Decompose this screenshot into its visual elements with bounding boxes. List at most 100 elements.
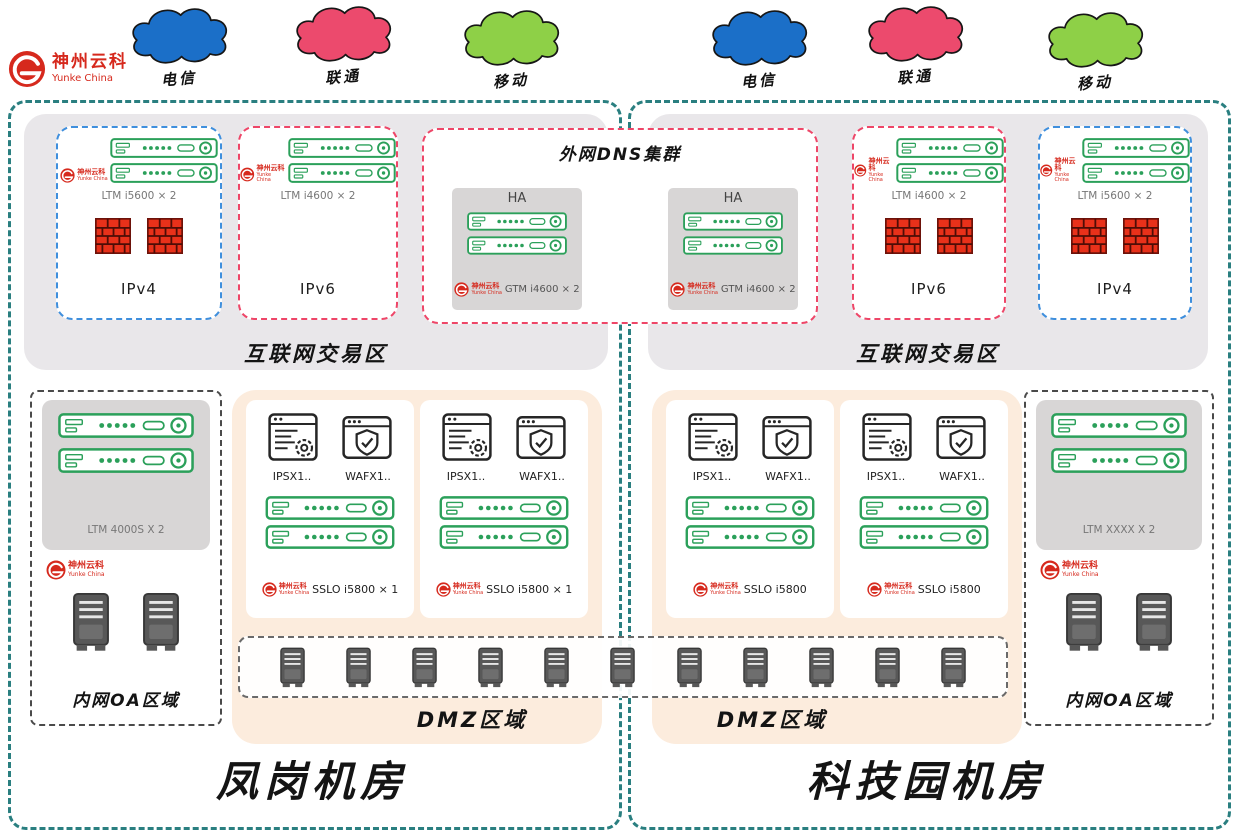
device-label: GTM i4600 × 2 xyxy=(504,284,580,295)
mini-brand-name: 神州云科 xyxy=(1062,561,1099,572)
ips-icon xyxy=(266,410,320,464)
sslo-appliance-icon xyxy=(674,525,826,549)
device-label: SSLO i5800 × 1 xyxy=(486,583,573,596)
ltm-appliance-icon xyxy=(1051,447,1187,474)
cloud-icon xyxy=(700,6,818,68)
mini-brand-sub: Yunke China xyxy=(452,589,484,596)
server-icon xyxy=(279,647,306,688)
isp-label-unicom: 联通 xyxy=(896,66,934,88)
device-stack xyxy=(668,212,798,255)
mini-brand-name: 神州云科 xyxy=(687,282,716,291)
gtm-appliance-icon xyxy=(683,236,783,255)
isp-label-telecom: 电信 xyxy=(160,68,198,90)
mini-brand-name: 神州云科 xyxy=(471,282,500,291)
firewall-row xyxy=(854,218,1004,254)
mini-brand-name: 神州云科 xyxy=(77,168,106,177)
server-icon xyxy=(477,647,504,688)
server-icon xyxy=(1134,592,1174,652)
device-label: LTM XXXX X 2 xyxy=(1082,524,1156,536)
firewall-icon xyxy=(1123,218,1159,254)
server-icon xyxy=(609,647,636,688)
yunke-logo-icon xyxy=(1040,163,1053,178)
firewall-row xyxy=(58,218,220,254)
waf-icon xyxy=(934,410,988,464)
oa-zone-left-label: 内网OA区域 xyxy=(72,691,180,711)
gtm-appliance-icon xyxy=(467,236,567,255)
mini-brand-sub: Yunke China xyxy=(687,289,718,296)
ltm-appliance-icon xyxy=(1051,412,1187,439)
mini-brand-sub: Yunke China xyxy=(256,171,272,183)
yunke-logo-icon xyxy=(240,167,255,182)
datacenter-right xyxy=(628,100,1231,830)
server-row xyxy=(1026,592,1212,652)
gtm-appliance-icon xyxy=(467,212,567,231)
server-icon xyxy=(676,647,703,688)
ltm-appliance-icon xyxy=(896,138,1004,158)
yunke-logo-icon xyxy=(46,560,66,580)
dmz-zone-right-label: DMZ区域 xyxy=(716,708,828,732)
cloud-telecom-right: 电信 xyxy=(700,6,818,92)
device-stack xyxy=(42,412,210,474)
yunke-logo-icon xyxy=(867,582,882,597)
cloud-telecom-left: 电信 xyxy=(120,4,238,90)
firewall-icon xyxy=(937,218,973,254)
waf-icon xyxy=(760,410,814,464)
oa-zone-right-label: 内网OA区域 xyxy=(1065,691,1173,711)
server-row xyxy=(32,592,220,652)
brand-logo: 神州云科 Yunke China xyxy=(8,50,128,88)
waf-label: WAFX1.. xyxy=(345,470,391,483)
device-label: SSLO i5800 xyxy=(917,583,981,596)
isp-label-mobile: 移动 xyxy=(492,70,530,92)
security-icons xyxy=(420,410,588,464)
firewall-icon xyxy=(885,218,921,254)
ltm-device-box: LTM 4000S X 2 xyxy=(42,400,210,550)
security-icons xyxy=(246,410,414,464)
device-label: SSLO i5800 × 1 xyxy=(312,583,399,596)
sslo-appliance-icon xyxy=(674,496,826,520)
ips-label: IPSX1.. xyxy=(692,470,732,483)
mini-brand-name: 神州云科 xyxy=(452,582,481,591)
mini-brand-sub: Yunke China xyxy=(68,570,105,578)
sslo-appliance-icon xyxy=(848,525,1000,549)
server-icon xyxy=(411,647,438,688)
device-label: LTM i5600 × 2 xyxy=(1077,190,1153,202)
mini-brand-sub: Yunke China xyxy=(710,589,741,596)
isp-label-unicom: 联通 xyxy=(324,66,362,88)
server-icon xyxy=(874,647,901,688)
isp-label-mobile: 移动 xyxy=(1076,72,1114,94)
security-labels: IPSX1.. WAFX1.. xyxy=(246,470,414,483)
mini-brand-sub: Yunke China xyxy=(868,171,884,183)
device-label: SSLO i5800 xyxy=(743,583,807,596)
cloud-icon xyxy=(856,2,974,64)
brand-subname: Yunke China xyxy=(52,73,113,85)
yunke-logo-icon xyxy=(670,282,685,297)
mini-brand-sub: Yunke China xyxy=(1062,570,1099,578)
device-label: LTM i4600 × 2 xyxy=(280,190,356,202)
device-stack xyxy=(452,212,582,255)
security-labels: IPSX1.. WAFX1.. xyxy=(420,470,588,483)
device-label: GTM i4600 × 2 xyxy=(720,284,796,295)
ltm-appliance-icon xyxy=(110,138,218,158)
mini-brand-name: 神州云科 xyxy=(884,582,913,591)
yunke-logo-icon xyxy=(1040,560,1060,580)
dmz-zone-left-label: DMZ区域 xyxy=(416,708,528,732)
cloud-mobile-left: 移动 xyxy=(452,6,570,92)
ips-icon xyxy=(686,410,740,464)
yunke-logo-icon xyxy=(60,168,75,183)
cloud-icon xyxy=(284,2,402,64)
